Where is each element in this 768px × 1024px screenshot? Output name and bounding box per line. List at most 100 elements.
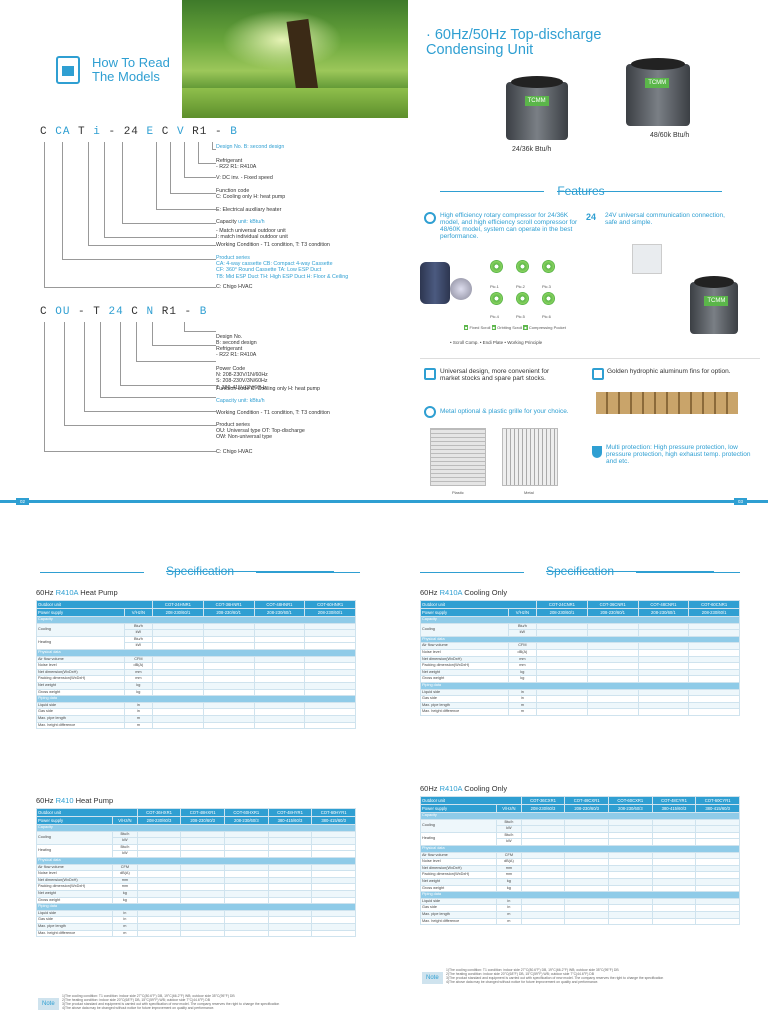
table-row: kW xyxy=(37,629,356,637)
table-title: 60Hz R410 Heat Pump xyxy=(36,796,114,805)
table-title: 60Hz R410A Cooling Only xyxy=(420,588,508,597)
table-row: kW xyxy=(37,837,356,845)
how-to-read-heading: How To Read The Models xyxy=(92,55,170,84)
table-row: Packing dimension(WxDxH)mm xyxy=(35,883,356,891)
table-row: Piping data xyxy=(420,681,740,690)
scroll-caption: • Scroll Comp. • Endi Plate • Working Pr… xyxy=(450,340,543,345)
note-label-left: Note xyxy=(38,998,59,1010)
table-row: Piping data xyxy=(36,695,356,703)
manual-icon xyxy=(56,56,80,84)
unit-photo-large: TCMM xyxy=(626,58,690,126)
aluminum-fins-image xyxy=(596,392,738,414)
fin-icon xyxy=(592,368,604,380)
scroll-pic-6 xyxy=(542,292,555,305)
table-row: Net dimension(WxDxH)mm xyxy=(420,655,740,664)
scroll-pic-2 xyxy=(516,260,529,273)
table-row: Net dimension(WxDxH)mm xyxy=(36,668,356,677)
spec-heading-right: Specification xyxy=(420,564,740,578)
note-right: 1)The cooling condition: T1 condition: i… xyxy=(446,968,664,984)
table-row: Packing dimension(WxDxH)mm xyxy=(420,662,740,670)
table-row: Net dimension(WxDxH)mm xyxy=(419,864,740,873)
note-left: 1)The cooling condition: T1 condition: i… xyxy=(62,994,280,1010)
table-row: Piping data xyxy=(420,891,740,899)
scroll-pic-3 xyxy=(542,260,555,273)
table-row: Packing dimension(WxDxH)mm xyxy=(419,871,740,879)
table-title: 60Hz R410A Cooling Only xyxy=(420,784,508,793)
table-row: Piping data xyxy=(36,903,356,911)
table-row: Capacity xyxy=(36,616,356,624)
table-row: Physical data xyxy=(420,844,740,853)
table-row: Physical data xyxy=(420,635,740,644)
table-title: 60Hz R410A Heat Pump xyxy=(36,588,118,597)
forest-photo xyxy=(182,0,408,118)
table-row: Capacity xyxy=(420,812,740,820)
grille-icon xyxy=(424,406,436,418)
unit-small-label: 24/36k Btu/h xyxy=(512,146,552,153)
shield-icon xyxy=(592,446,602,458)
table-row: Packing dimension(WxDxH)mm xyxy=(36,675,356,683)
table-row: Physical data xyxy=(36,856,356,865)
table-row: kW xyxy=(421,825,740,833)
scroll-pic-1 xyxy=(490,260,503,273)
compressor-image xyxy=(420,262,450,304)
indoor-unit-image xyxy=(632,244,662,274)
model-code-1: C CA T i - 24 E C V R1 - B xyxy=(40,126,238,138)
note-label-right: Note xyxy=(422,972,443,984)
scroll-pic-4 xyxy=(490,292,503,305)
unit-photo-small: TCMM xyxy=(506,76,568,140)
rotate-icon xyxy=(424,212,436,224)
unit-photo-feature: TCMM xyxy=(690,276,738,334)
plastic-grille-image xyxy=(430,428,486,486)
box-icon xyxy=(424,368,436,380)
unit-large-label: 48/60k Btu/h xyxy=(650,132,690,139)
page-title: · 60Hz/50Hz Top-discharge Condensing Uni… xyxy=(426,27,602,58)
24v-icon: 24 xyxy=(586,212,597,222)
model-code-2: C OU - T 24 C N R1 - B xyxy=(40,306,208,318)
spec-heading-left: Specification xyxy=(40,564,360,578)
metal-grille-image xyxy=(502,428,558,486)
